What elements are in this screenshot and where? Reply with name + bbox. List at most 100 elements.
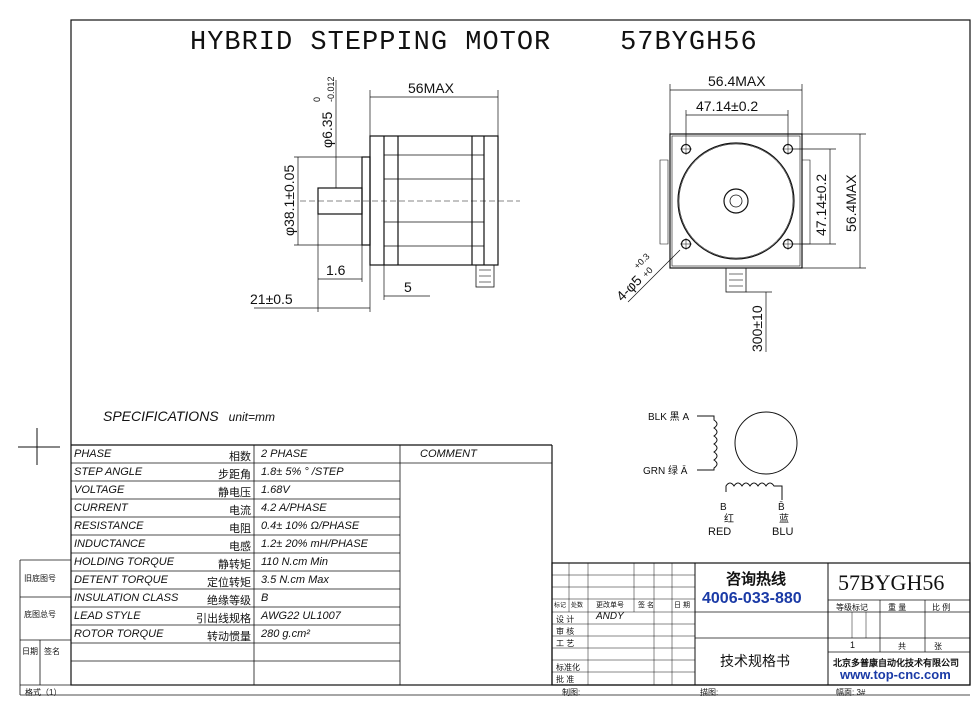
spec-label-cn: 转动惯量 [207,631,251,643]
tb-design: 设 计 [556,615,575,624]
tb-ratio: 比 例 [932,603,951,612]
spec-table-grid [71,444,553,685]
spec-row-insulation: INSULATION CLASS 绝缘等级 B [71,589,401,607]
spec-table: PHASE 相数 2 PHASE STEP ANGLE 步距角 1.8± 5% ° /S… [71,445,552,685]
dim-shaft-dia: φ6.35 [319,111,335,148]
wiring-diagram [697,411,798,500]
spec-label: CURRENT [74,502,128,514]
dim-shaft-len: 21±0.5 [250,291,293,307]
spec-row-detent-torque: DETENT TORQUE 定位转矩 3.5 N.cm Max [71,571,401,589]
spec-value: B [261,592,269,604]
tb-sign: 签 名 [638,602,654,609]
tb-designer: ANDY [596,611,624,622]
hotline-label: 咨询热线 [726,571,787,588]
spec-label-cn: 电阻 [229,523,251,535]
spec-label: PHASE [74,448,112,460]
tb-mark: 标记 [554,603,567,609]
dim-flange: 5 [404,279,412,295]
spec-label-cn: 电感 [229,541,251,553]
old-drawing-no: 旧底图号 [24,574,56,583]
tb-stage-mark: 等级标记 [836,603,868,612]
spec-value: 3.5 N.cm Max [261,574,329,586]
tb-tracer: 描图: [700,688,719,697]
dim-front-height: 56.4MAX [843,174,859,232]
spec-label: RESISTANCE [74,520,144,532]
spec-label: LEAD STYLE [74,610,141,622]
tb-approve: 批 准 [556,675,575,684]
base-drawing-no: 底图总号 [24,610,56,619]
spec-value: 1.8± 5% ° /STEP [261,466,344,478]
tb-sheet: 张 [934,642,942,651]
wire-blu: BLU [772,526,793,538]
dim-shaft-tol-lower: -0.012 [326,76,336,102]
dim-lead-length: 300±10 [749,305,765,352]
spec-value: 1.68V [261,484,290,496]
model-number: 57BYGH56 [838,570,945,595]
spec-label-cn: 静电压 [218,487,251,499]
page-title: HYBRID STEPPING MOTOR 57BYGH56 [190,28,758,58]
spec-value: 2 PHASE [261,448,308,460]
spec-label: STEP ANGLE [74,466,143,478]
front-view [627,84,866,352]
wire-b-cn: 红 [724,512,734,525]
wire-grn: GRN 绿 Ā [643,464,688,477]
tb-count: 处数 [571,603,584,609]
document-name: 技术规格书 [720,653,790,669]
spec-value: 110 N.cm Min [261,556,329,568]
dim-hole-spacing-h: 47.14±0.2 [696,98,758,114]
tb-drawer: 制图: [562,688,581,697]
spec-row-resistance: RESISTANCE 电阻 0.4± 10% Ω/PHASE [71,517,401,535]
spec-heading-text: SPECIFICATIONS [103,408,219,424]
side-view [254,80,520,312]
tb-review: 审 核 [556,627,575,636]
spec-label: ROTOR TORQUE [74,628,164,640]
tb-change-no: 更改单号 [596,602,624,609]
comment-header: COMMENT [420,448,477,460]
wire-bbar-cn: 蓝 [779,513,789,525]
spec-value: AWG22 UL1007 [261,610,341,622]
tb-date: 日 期 [674,602,690,609]
hotline-number: 4006-033-880 [702,590,802,607]
spec-label-cn: 定位转矩 [207,577,251,589]
spec-label: HOLDING TORQUE [74,556,175,568]
spec-row-voltage: VOLTAGE 静电压 1.68V [71,481,401,499]
date-label: 日期 [22,647,38,656]
spec-value: 0.4± 10% Ω/PHASE [261,520,360,532]
wire-bbar: B̄ [778,500,785,513]
spec-row-phase: PHASE 相数 2 PHASE [71,445,401,463]
spec-label: VOLTAGE [74,484,125,496]
wire-blk: BLK 黑 A [648,411,689,423]
tb-weight: 重 量 [888,603,907,612]
company-name: 北京多普康自动化技术有限公司 [833,658,960,668]
spec-value: 280 g.cm² [261,628,310,640]
wire-red: RED [708,526,731,538]
spec-label-cn: 静转矩 [218,559,251,571]
spec-row-holding-torque: HOLDING TORQUE 静转矩 110 N.cm Min [71,553,401,571]
spec-value: 4.2 A/PHASE [261,502,327,514]
website-link[interactable]: www.top-cnc.com [840,667,951,682]
spec-row-step-angle: STEP ANGLE 步距角 1.8± 5% ° /STEP [71,463,401,481]
spec-label: DETENT TORQUE [74,574,168,586]
sign-label: 签名 [44,647,60,656]
dim-shaft-tol-upper: 0 [312,97,322,102]
dim-length: 56MAX [408,80,455,96]
dim-pilot-dia: φ38.1±0.05 [281,165,297,236]
format-label: 格式（1） [25,688,62,697]
wire-b: B [720,502,727,513]
spec-label-cn: 步距角 [218,469,251,481]
spec-label-cn: 相数 [229,451,251,463]
spec-row-current: CURRENT 电流 4.2 A/PHASE [71,499,401,517]
tb-total: 共 [898,642,906,651]
dim-front-width: 56.4MAX [708,73,766,89]
tb-standard: 标准化 [556,663,580,672]
spec-label: INSULATION CLASS [74,592,179,604]
dim-pilot-len: 1.6 [326,262,346,278]
tb-process: 工 艺 [556,639,575,648]
tb-sheet-no: 1 [850,640,856,650]
title-block-grid [551,562,971,686]
spec-label: INDUCTANCE [74,538,146,550]
spec-label-cn: 电流 [229,505,251,517]
spec-label-cn: 绝缘等级 [207,595,251,607]
